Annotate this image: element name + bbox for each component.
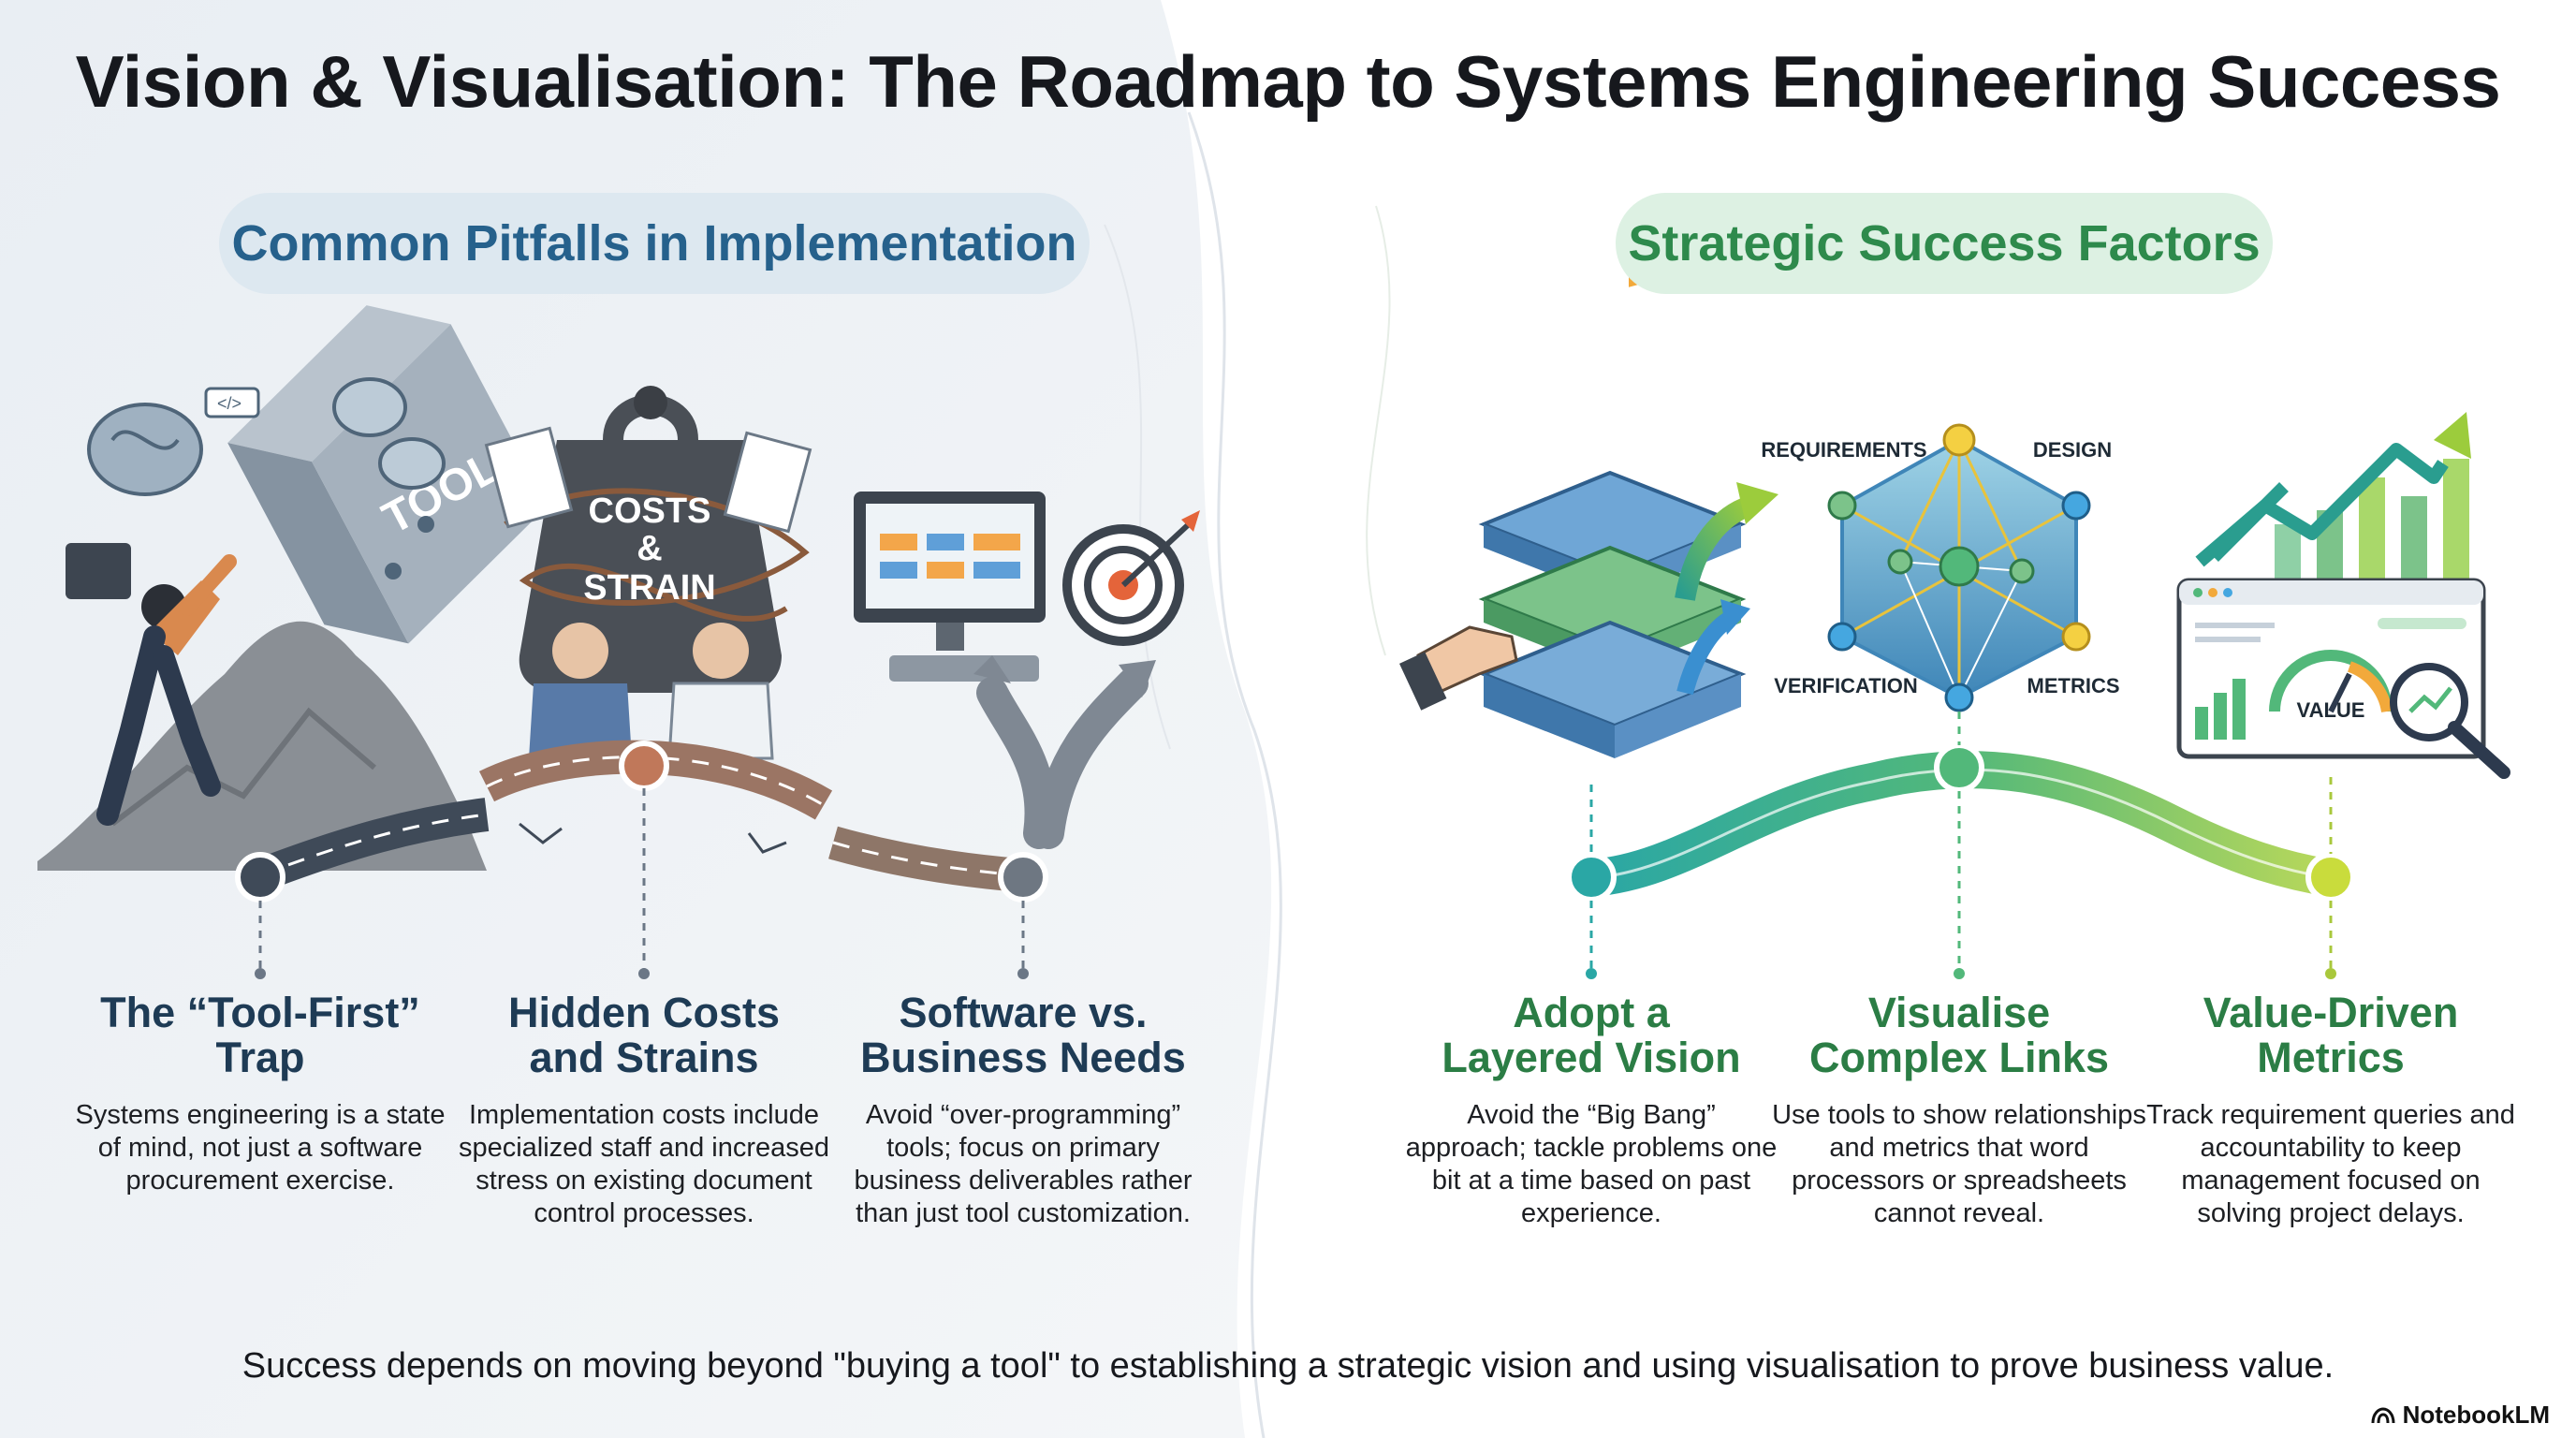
software-vs-business-illustration bbox=[854, 492, 1200, 849]
network-node bbox=[1827, 491, 1857, 521]
item-description: Avoid “over-programming” tools; focus on… bbox=[854, 1100, 1193, 1228]
climbing-person-icon bbox=[96, 554, 237, 826]
gear-network-icon bbox=[385, 516, 434, 580]
network-label-verification: VERIFICATION bbox=[1774, 674, 1918, 697]
value-metrics-illustration: VALUE bbox=[2176, 412, 2510, 779]
layered-vision-illustration bbox=[1398, 234, 1778, 758]
milestone-marker bbox=[235, 852, 285, 902]
svg-text:&: & bbox=[637, 529, 662, 568]
pitfall-tool-first: The “Tool-First”Trap Systems engineering… bbox=[73, 990, 447, 1197]
pitfall-software-vs-business: Software vs.Business Needs Avoid “over-p… bbox=[836, 990, 1210, 1230]
item-description: Track requirement queries and accountabi… bbox=[2146, 1100, 2515, 1228]
code-window-icon bbox=[66, 543, 131, 599]
network-node bbox=[1827, 622, 1857, 652]
network-label-requirements: REQUIREMENTS bbox=[1761, 438, 1926, 462]
magnifier-icon bbox=[2390, 663, 2510, 779]
notebooklm-logo-icon bbox=[2371, 1406, 2395, 1423]
tool-first-illustration: TOOL </> bbox=[37, 305, 548, 871]
target-icon bbox=[1062, 510, 1200, 646]
document-icon bbox=[484, 426, 812, 534]
right-roadmap bbox=[1566, 712, 2356, 979]
milestone-marker bbox=[1934, 742, 1984, 793]
milestone-marker bbox=[2305, 852, 2356, 902]
brain-icon bbox=[87, 403, 203, 496]
growth-arrow-icon bbox=[1675, 495, 1754, 602]
svg-text:</>: </> bbox=[217, 394, 242, 413]
complex-links-illustration: REQUIREMENTS DESIGN VERIFICATION METRICS bbox=[1761, 423, 2120, 712]
network-node bbox=[1944, 682, 1974, 712]
milestone-marker bbox=[998, 852, 1048, 902]
svg-text:COSTS: COSTS bbox=[589, 492, 711, 531]
stressed-person-icon bbox=[529, 623, 632, 758]
stressed-person-icon bbox=[667, 623, 774, 760]
left-roadmap bbox=[235, 740, 1048, 979]
footer-summary: Success depends on moving beyond "buying… bbox=[242, 1346, 2334, 1386]
tangled-wires-icon bbox=[504, 488, 810, 622]
item-title: The “Tool-First”Trap bbox=[100, 989, 420, 1081]
network-node bbox=[1939, 546, 1980, 587]
brand-name: NotebookLM bbox=[2402, 1401, 2550, 1429]
panel-divider-swirl bbox=[1187, 111, 1282, 1438]
hand-icon bbox=[1398, 625, 1518, 711]
network-node bbox=[2061, 622, 2091, 652]
milestone-marker bbox=[619, 741, 669, 791]
network-node bbox=[1942, 423, 1976, 457]
brand-mark: NotebookLM bbox=[2371, 1401, 2550, 1430]
item-description: Systems engineering is a state of mind, … bbox=[75, 1100, 446, 1196]
rock-hill-icon bbox=[37, 621, 487, 871]
costs-strain-illustration: COSTS & STRAIN bbox=[484, 386, 812, 760]
chat-bubble-icon bbox=[332, 377, 446, 490]
network-node bbox=[2009, 558, 2035, 584]
section-heading-pitfalls: Common Pitfalls in Implementation bbox=[219, 193, 1090, 294]
network-node bbox=[1887, 549, 1913, 575]
network-node bbox=[2061, 491, 2091, 521]
milestone-marker bbox=[1566, 852, 1617, 902]
page-title: Vision & Visualisation: The Roadmap to S… bbox=[75, 40, 2501, 123]
network-label-design: DESIGN bbox=[2033, 438, 2112, 462]
item-title: Software vs.Business Needs bbox=[860, 989, 1186, 1081]
svg-text:STRAIN: STRAIN bbox=[583, 568, 715, 608]
svg-text:VALUE: VALUE bbox=[2297, 698, 2365, 722]
item-description: Implementation costs include specialized… bbox=[458, 1100, 830, 1228]
gauge-icon: VALUE bbox=[2269, 650, 2393, 722]
network-label-metrics: METRICS bbox=[2027, 674, 2120, 697]
fork-road-arrow bbox=[976, 668, 1149, 849]
item-description: Use tools to show relationships and metr… bbox=[1772, 1100, 2146, 1228]
item-description: Avoid the “Big Bang” approach; tackle pr… bbox=[1405, 1100, 1778, 1228]
bar-chart-icon bbox=[2275, 459, 2469, 580]
section-heading-success-factors: Strategic Success Factors bbox=[1616, 193, 2273, 294]
